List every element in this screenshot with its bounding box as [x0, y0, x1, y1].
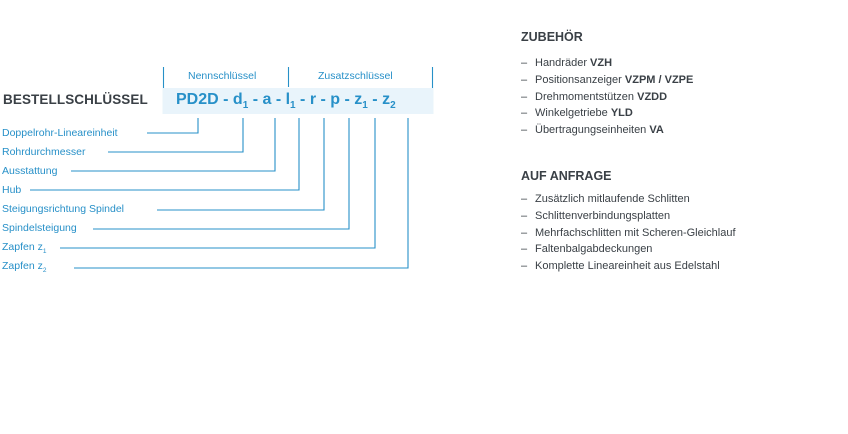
- key-label-spindle-pitch: Spindelsteigung: [2, 222, 77, 234]
- nominal-key-label: Nennschlüssel: [188, 70, 257, 82]
- code-z1: z: [354, 91, 363, 108]
- list-item: –Komplette Lineareinheit aus Edelstahl: [521, 260, 720, 273]
- list-item: –Drehmomentstützen VZDD: [521, 90, 668, 103]
- list-item: –Faltenbalgabdeckungen: [521, 243, 653, 256]
- code-prefix: PD2D: [176, 91, 219, 108]
- list-item: –Übertragungseinheiten VA: [521, 124, 664, 137]
- code-sep: -: [295, 91, 310, 108]
- additional-key-label: Zusatzschlüssel: [318, 70, 393, 82]
- code-z2-sub: 2: [390, 100, 396, 112]
- code-sep: -: [248, 91, 263, 108]
- key-label-journal-z2: Zapfen z2: [2, 260, 47, 275]
- code-d-sub: 1: [242, 100, 249, 112]
- code-a: a: [262, 91, 272, 108]
- code-l: l: [285, 91, 291, 108]
- key-label-tube-diameter: Rohrdurchmesser: [2, 146, 86, 158]
- leader-line-8: [74, 118, 409, 269]
- code-sep: -: [367, 91, 383, 108]
- list-item: –Positionsanzeiger VZPM / VZPE: [521, 73, 694, 86]
- list-item: –Handräder VZH: [521, 57, 613, 69]
- leader-line-3: [71, 118, 276, 172]
- leader-line-6: [93, 118, 350, 230]
- list-item: –Zusätzlich mitlaufende Schlitten: [521, 193, 690, 205]
- order-code-box: [163, 88, 433, 114]
- list-item: –Schlittenverbindungsplatten: [521, 209, 671, 222]
- order-key-title: BESTELLSCHLÜSSEL: [3, 92, 148, 107]
- leader-line-2: [108, 118, 244, 153]
- code-z1-sub: 1: [362, 100, 368, 112]
- code-r: r: [309, 91, 317, 108]
- accessories-list: –Handräder VZH –Positionsanzeiger VZPM /…: [521, 55, 693, 139]
- code-p: p: [330, 91, 341, 108]
- order-code: PD2D - d1 - a - l1 - r - p - z1 - z2: [176, 91, 396, 111]
- key-label-stroke: Hub: [2, 184, 22, 196]
- code-sep: -: [218, 91, 233, 108]
- on-request-list: –Zusätzlich mitlaufende Schlitten –Schli…: [521, 191, 736, 275]
- accessories-title: ZUBEHÖR: [521, 30, 583, 44]
- leader-line-4: [30, 118, 300, 191]
- key-label-equipment: Ausstattung: [2, 165, 58, 177]
- on-request-title: AUF ANFRAGE: [521, 169, 612, 183]
- code-sep: -: [340, 91, 355, 108]
- key-label-journal-z1: Zapfen z1: [2, 241, 47, 256]
- key-label-spindle-direction: Steigungsrichtung Spindel: [2, 203, 125, 215]
- key-label-double-tube-unit: Doppelrohr-Lineareinheit: [2, 127, 118, 139]
- code-sep: -: [316, 91, 331, 108]
- code-sep: -: [271, 91, 286, 108]
- code-l-sub: 1: [290, 100, 296, 112]
- code-d: d: [232, 91, 243, 108]
- leader-line-5: [157, 118, 325, 211]
- leader-line-7: [60, 118, 376, 249]
- leader-line-1: [147, 118, 199, 134]
- list-item: –Winkelgetriebe YLD: [521, 107, 633, 120]
- code-z2: z: [382, 91, 391, 108]
- list-item: –Mehrfachschlitten mit Scheren-Gleichlau…: [521, 226, 736, 239]
